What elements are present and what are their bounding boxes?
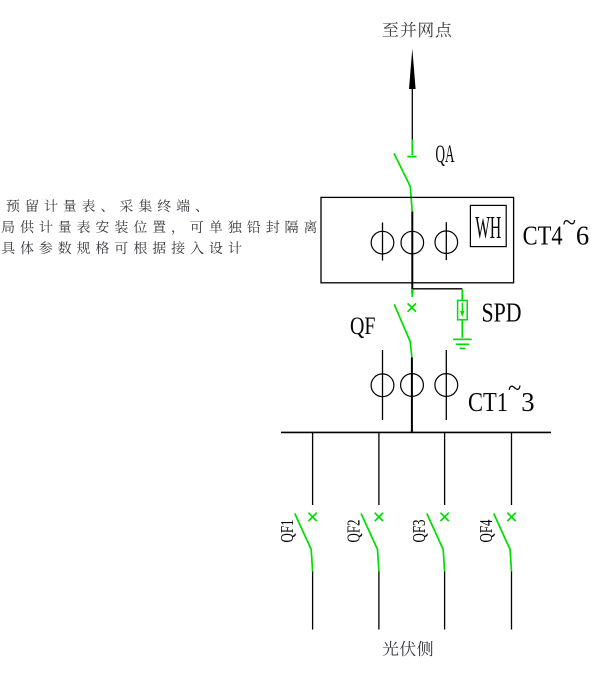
wh-meter-box: [469, 204, 507, 248]
qf4-label: QF4: [476, 520, 496, 543]
ct-upper-label: CT4~6: [523, 207, 590, 250]
qf-label: QF: [350, 313, 376, 340]
qf3-breaker-symbol[interactable]: [426, 512, 450, 572]
metering-box: [320, 196, 515, 284]
qf-breaker-symbol[interactable]: [393, 289, 417, 358]
qf1-breaker-symbol[interactable]: [294, 512, 318, 572]
qf2-label: QF2: [343, 520, 363, 543]
ct-lower-group: [370, 350, 459, 420]
feeder-branch-3: [426, 432, 450, 630]
grid-arrow: [409, 48, 416, 140]
ct3-circle: [434, 373, 459, 398]
ground-symbol: [453, 338, 472, 350]
qa-label: QA: [436, 141, 455, 168]
ct4-circle: [370, 230, 395, 255]
ct-lower-label: CT1~3: [468, 373, 535, 417]
metering-note-line2: 局供计量表安装位置，可单独铅封隔离: [1, 216, 323, 237]
feeder-branch-1: [294, 432, 318, 630]
ct6-circle: [434, 230, 459, 255]
ct-upper-group: [370, 222, 459, 261]
qf4-breaker-symbol[interactable]: [492, 512, 517, 572]
feeder-branch-4: [492, 432, 517, 630]
wh-meter-label: WH: [475, 209, 501, 245]
qf3-label: QF3: [409, 520, 429, 543]
spd-label: SPD: [482, 298, 522, 328]
pv-side-label: 光伏侧: [382, 635, 434, 660]
feeder-branch-2: [360, 432, 384, 630]
spd-symbol: [453, 289, 472, 350]
qf1-label: QF1: [277, 520, 297, 543]
metering-note-line1: 预留计量表、采集终端、: [6, 196, 214, 216]
ct5-circle: [400, 230, 425, 255]
qf2-breaker-symbol[interactable]: [360, 512, 384, 572]
ct1-circle: [370, 373, 395, 398]
metering-note: 预留计量表、采集终端、 局供计量表安装位置，可单独铅封隔离 具体参数规格可根据接…: [1, 196, 322, 259]
grid-point-label: 至并网点: [382, 16, 453, 41]
metering-note-line3: 具体参数规格可根据接入设计: [1, 237, 247, 258]
qa-switch-symbol[interactable]: [393, 139, 417, 212]
